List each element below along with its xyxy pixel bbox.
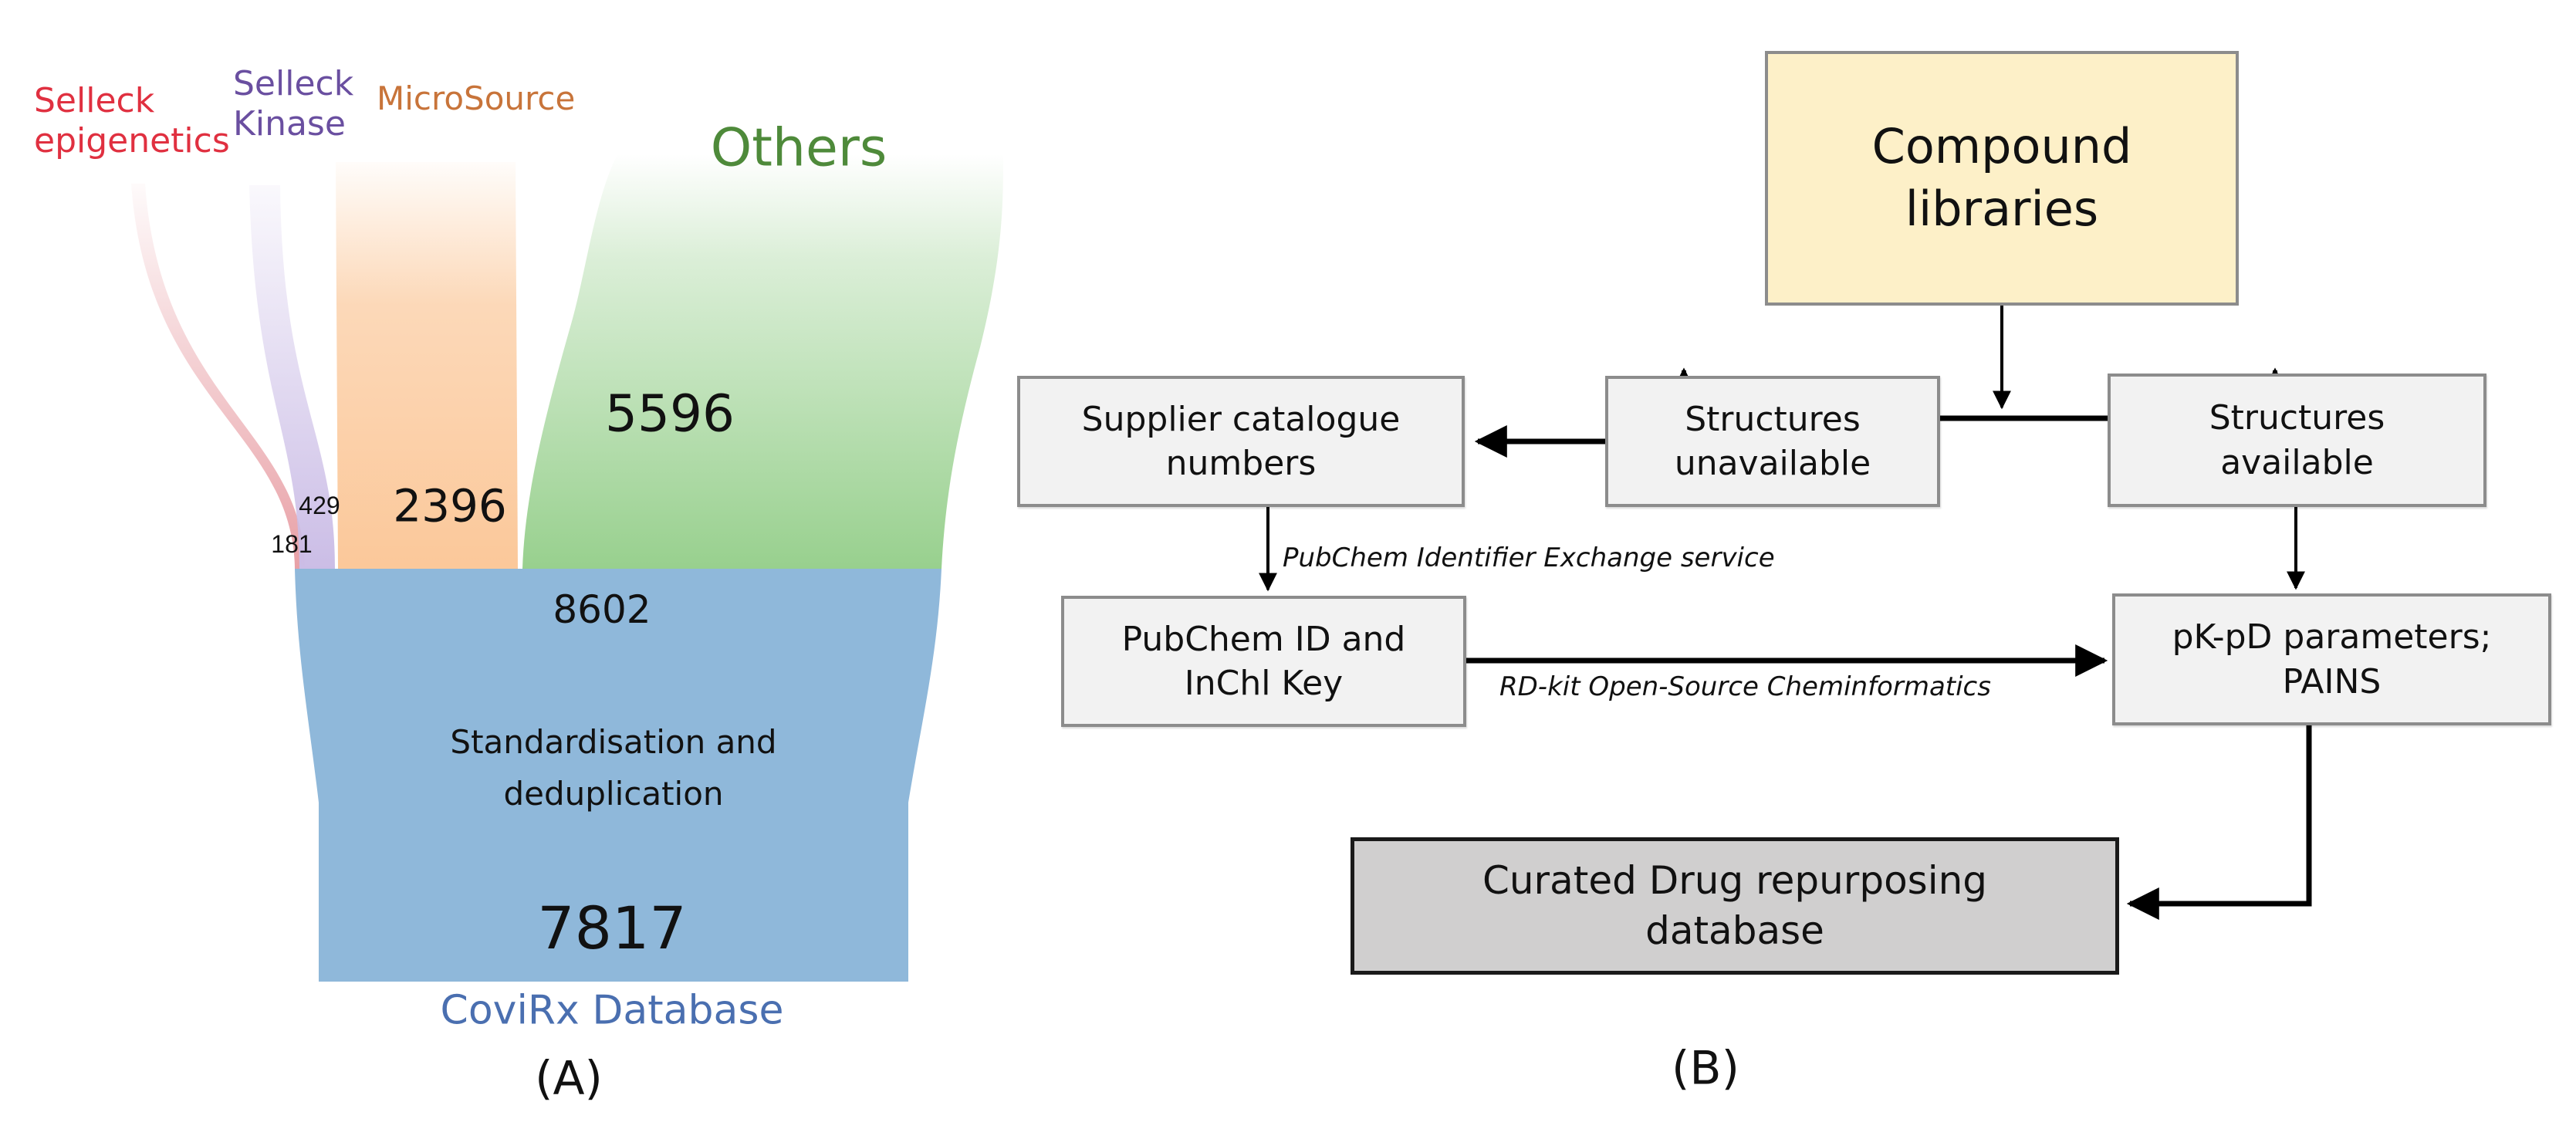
node-text: PubChem ID and (1121, 619, 1406, 659)
count-label-selleck-kinase: 429 (299, 492, 340, 520)
band-selleck-kinase (249, 185, 335, 569)
band-microsource (336, 162, 518, 569)
count-label-final: 7817 (537, 894, 687, 963)
node-text: libraries (1905, 181, 2099, 237)
panel-caption-a: (A) (535, 1051, 603, 1106)
label-line: Kinase (233, 104, 346, 144)
step-label-standardisation: Standardisation and deduplication (450, 716, 776, 820)
node-text: InChl Key (1184, 664, 1344, 703)
label-line: Selleck (34, 81, 155, 120)
arrow-pkpd-to-curated (2126, 725, 2312, 920)
node-text: Structures (2209, 398, 2385, 438)
node-text: database (1645, 908, 1824, 953)
source-label-microsource: MicroSource (377, 79, 576, 117)
node-text: available (2220, 442, 2374, 482)
sankey-diagram (131, 154, 1003, 982)
node-text: Supplier catalogue (1081, 399, 1401, 439)
source-label-others: Others (710, 117, 887, 179)
node-compound-libraries: Compound libraries (1765, 51, 2239, 306)
band-others (522, 154, 1003, 569)
node-pkpd-parameters: pK-pD parameters; PAINS (2112, 593, 2551, 725)
node-text: pK-pD parameters; (2172, 617, 2492, 657)
count-label-microsource: 2396 (393, 479, 507, 532)
count-label-selleck-epigenetics: 181 (271, 530, 313, 559)
database-name-label: CoviRx Database (440, 987, 784, 1034)
node-pubchem-id: PubChem ID and InChl Key (1061, 596, 1466, 727)
source-label-selleck-epigenetics: Selleck epigenetics (34, 83, 230, 159)
label-line: deduplication (503, 775, 724, 813)
node-text: unavailable (1674, 444, 1871, 483)
band-merged-deduplication (295, 569, 941, 982)
node-text: Structures (1685, 399, 1861, 439)
node-supplier-catalogue: Supplier catalogue numbers (1017, 376, 1465, 507)
node-text: PAINS (2282, 661, 2382, 701)
label-line: epigenetics (34, 121, 230, 161)
band-selleck-epigenetics (131, 184, 305, 569)
node-curated-database: Curated Drug repurposing database (1351, 837, 2119, 975)
label-line: Selleck (233, 64, 354, 103)
count-label-merged: 8602 (553, 586, 651, 632)
count-label-others: 5596 (605, 384, 735, 444)
node-structures-unavailable: Structures unavailable (1605, 376, 1940, 507)
panel-caption-b: (B) (1672, 1041, 1739, 1096)
edge-label-pubchem-exchange: PubChem Identifier Exchange service (1283, 543, 1775, 573)
edge-label-rdkit: RD-kit Open-Source Cheminformatics (1499, 671, 1991, 702)
node-structures-available: Structures available (2108, 374, 2486, 507)
node-text: numbers (1165, 444, 1317, 483)
source-label-selleck-kinase: Selleck Kinase (233, 66, 353, 142)
node-text: Curated Drug repurposing (1482, 858, 1988, 903)
label-line: Standardisation and (450, 722, 777, 761)
node-text: Compound (1871, 118, 2132, 175)
